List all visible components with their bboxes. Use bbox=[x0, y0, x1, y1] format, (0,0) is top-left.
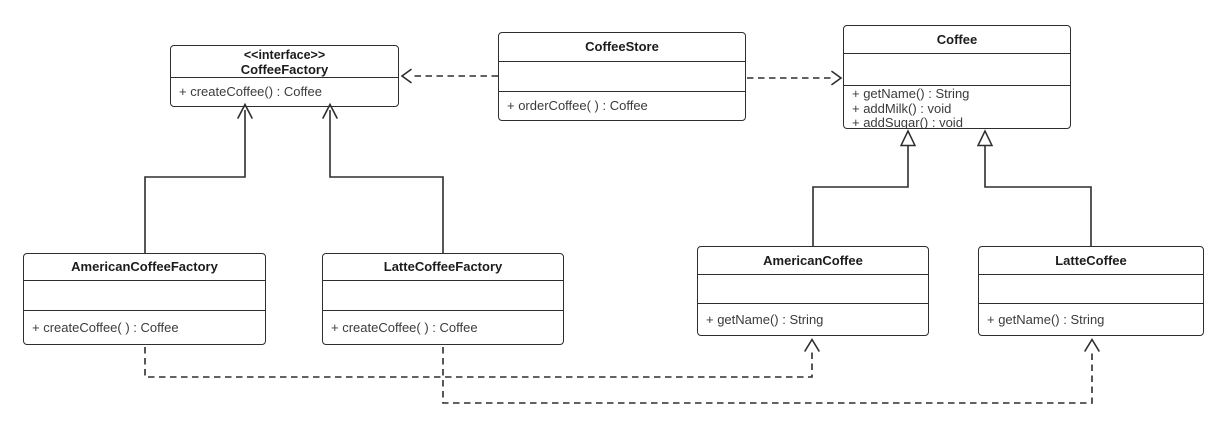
class-name: AmericanCoffee bbox=[763, 253, 863, 268]
attributes-compartment bbox=[499, 61, 745, 91]
methods-compartment: + createCoffee() : Coffee bbox=[171, 77, 398, 106]
methods-compartment: + getName() : String bbox=[979, 303, 1203, 335]
method-label: + createCoffee( ) : Coffee bbox=[32, 320, 179, 335]
open-arrowhead bbox=[400, 68, 412, 84]
open-arrowhead bbox=[804, 337, 820, 352]
method-label: + createCoffee() : Coffee bbox=[179, 84, 322, 99]
class-box-americancoffee: AmericanCoffee + getName() : String bbox=[697, 246, 929, 336]
method-label: + addMilk() : void bbox=[852, 100, 952, 116]
dependency-edge-lattecoffeefactory-to-lattecoffee bbox=[442, 347, 1093, 404]
methods-compartment: + createCoffee( ) : Coffee bbox=[323, 310, 563, 344]
class-box-coffee: Coffee + getName() : String + addMilk() … bbox=[843, 25, 1071, 129]
open-arrowhead bbox=[1084, 337, 1100, 352]
attributes-compartment bbox=[24, 280, 265, 310]
hollow-triangle-arrowhead bbox=[976, 129, 994, 147]
method-label: + addSugar() : void bbox=[852, 115, 963, 128]
class-header: Coffee bbox=[844, 26, 1070, 53]
generalization-edge-americancoffee-to-coffee bbox=[812, 145, 909, 246]
class-name: AmericanCoffeeFactory bbox=[71, 259, 218, 274]
class-box-coffeefactory: <<interface>> CoffeeFactory + createCoff… bbox=[170, 45, 399, 107]
class-box-americancoffeefactory: AmericanCoffeeFactory + createCoffee( ) … bbox=[23, 253, 266, 345]
class-box-lattecoffeefactory: LatteCoffeeFactory + createCoffee( ) : C… bbox=[322, 253, 564, 345]
attributes-compartment bbox=[698, 274, 928, 303]
attributes-compartment bbox=[323, 280, 563, 310]
class-box-coffeestore: CoffeeStore + orderCoffee( ) : Coffee bbox=[498, 32, 746, 121]
method-label: + getName() : String bbox=[852, 86, 970, 101]
class-header: AmericanCoffeeFactory bbox=[24, 254, 265, 280]
class-name: CoffeeStore bbox=[585, 39, 659, 54]
method-label: + getName() : String bbox=[706, 312, 824, 327]
class-header: LatteCoffeeFactory bbox=[323, 254, 563, 280]
class-header: AmericanCoffee bbox=[698, 247, 928, 274]
class-box-lattecoffee: LatteCoffee + getName() : String bbox=[978, 246, 1204, 336]
open-arrowhead bbox=[831, 70, 843, 86]
class-name: LatteCoffeeFactory bbox=[383, 259, 503, 274]
method-label: + getName() : String bbox=[987, 312, 1105, 327]
method-label: + createCoffee( ) : Coffee bbox=[331, 320, 478, 335]
class-header: CoffeeStore bbox=[499, 33, 745, 61]
class-name: CoffeeFactory bbox=[240, 62, 329, 77]
hollow-triangle-arrowhead bbox=[899, 129, 917, 147]
attributes-compartment bbox=[979, 274, 1203, 303]
methods-compartment: + getName() : String + addMilk() : void … bbox=[844, 85, 1070, 128]
methods-compartment: + orderCoffee( ) : Coffee bbox=[499, 91, 745, 120]
methods-compartment: + createCoffee( ) : Coffee bbox=[24, 310, 265, 344]
class-name: LatteCoffee bbox=[1055, 253, 1127, 268]
class-header: <<interface>> CoffeeFactory bbox=[171, 46, 398, 77]
methods-compartment: + getName() : String bbox=[698, 303, 928, 335]
class-name: Coffee bbox=[936, 32, 978, 47]
attributes-compartment bbox=[844, 53, 1070, 85]
dependency-edge-americancoffeefactory-to-americancoffee bbox=[144, 347, 813, 378]
class-header: LatteCoffee bbox=[979, 247, 1203, 274]
generalization-edge-lattecoffee-to-coffee bbox=[984, 145, 1092, 246]
class-stereotype: <<interface>> bbox=[243, 48, 326, 62]
realization-edge-lattecoffeefactory-to-coffeefactory bbox=[329, 110, 444, 253]
realization-edge-americancoffeefactory-to-coffeefactory bbox=[144, 110, 246, 253]
method-label: + orderCoffee( ) : Coffee bbox=[507, 98, 648, 113]
